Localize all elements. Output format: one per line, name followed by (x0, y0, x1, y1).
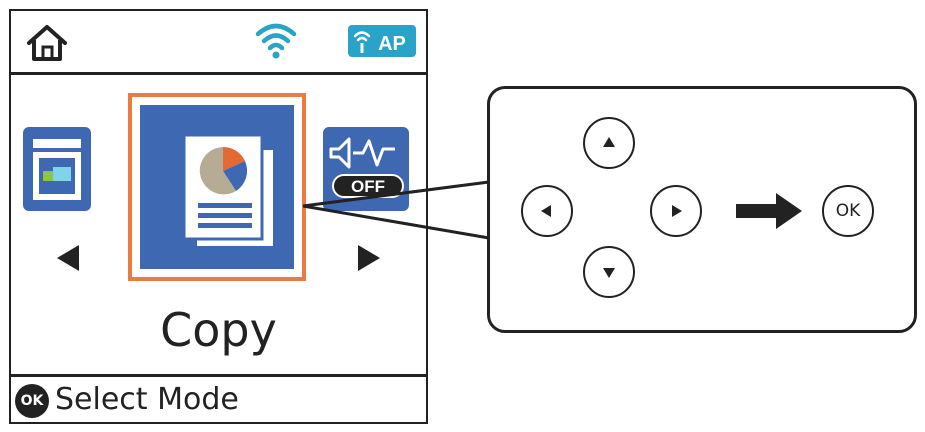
mode-scan[interactable] (23, 127, 91, 211)
mode-label: Copy (160, 303, 277, 357)
right-arrow-icon (672, 205, 682, 217)
ap-badge-label: AP (378, 33, 406, 55)
triangle-right-icon[interactable] (358, 245, 380, 271)
wifi-direct-ap-icon: AP (348, 25, 416, 57)
copy-mode-tile (140, 105, 294, 269)
down-arrow-icon (603, 268, 615, 278)
left-arrow-button[interactable] (521, 185, 573, 237)
status-bar: AP (11, 11, 426, 71)
left-arrow-icon (541, 205, 551, 217)
down-arrow-button[interactable] (583, 246, 635, 298)
wifi-icon (255, 23, 297, 59)
footer-hint-text: Select Mode (55, 382, 239, 417)
sound-off-badge: OFF (351, 177, 385, 196)
footer-hint-bar: OK Select Mode (11, 379, 426, 422)
copy-icon (182, 133, 275, 248)
sound-off-icon: OFF (329, 137, 404, 198)
triangle-left-icon[interactable] (57, 245, 79, 271)
header-divider (11, 72, 426, 75)
home-icon[interactable] (25, 21, 69, 65)
up-arrow-icon (603, 137, 615, 147)
right-arrow-button[interactable] (650, 185, 702, 237)
footer-divider (11, 374, 426, 377)
ok-button[interactable]: OK (822, 185, 874, 237)
mode-copy-selected[interactable] (128, 93, 306, 281)
up-arrow-button[interactable] (583, 117, 635, 169)
ok-icon: OK (15, 384, 49, 418)
right-arrow-bold-icon (736, 193, 802, 229)
scan-icon (33, 139, 81, 200)
ok-button-label: OK (835, 201, 861, 221)
